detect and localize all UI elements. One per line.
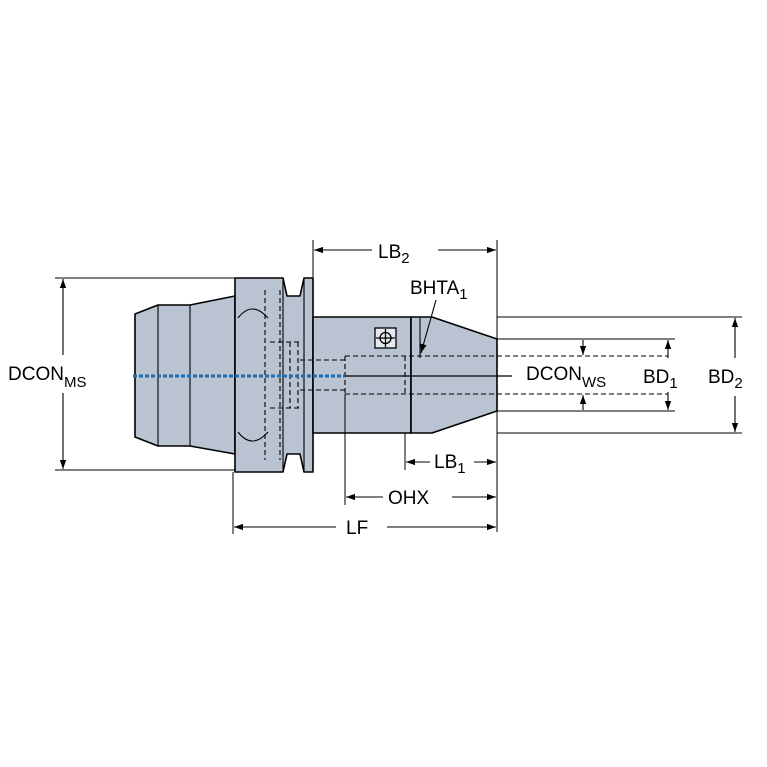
label-dcon-ms: DCONMS — [8, 364, 86, 391]
extension-lines — [55, 240, 742, 534]
label-lb2: LB2 — [378, 242, 410, 267]
tapered-nose — [410, 316, 498, 434]
label-lb1: LB1 — [434, 452, 466, 477]
bhta1-leader — [420, 299, 437, 354]
set-screw-icon — [374, 327, 397, 349]
label-lf: LF — [346, 518, 368, 539]
label-dcon-ws: DCONWS — [526, 364, 606, 391]
label-ohx: OHX — [388, 488, 430, 509]
label-bhta1: BHTA1 — [410, 278, 468, 303]
label-bd2: BD2 — [708, 367, 743, 392]
label-bd1: BD1 — [643, 367, 678, 392]
dimension-lines — [59, 246, 739, 531]
